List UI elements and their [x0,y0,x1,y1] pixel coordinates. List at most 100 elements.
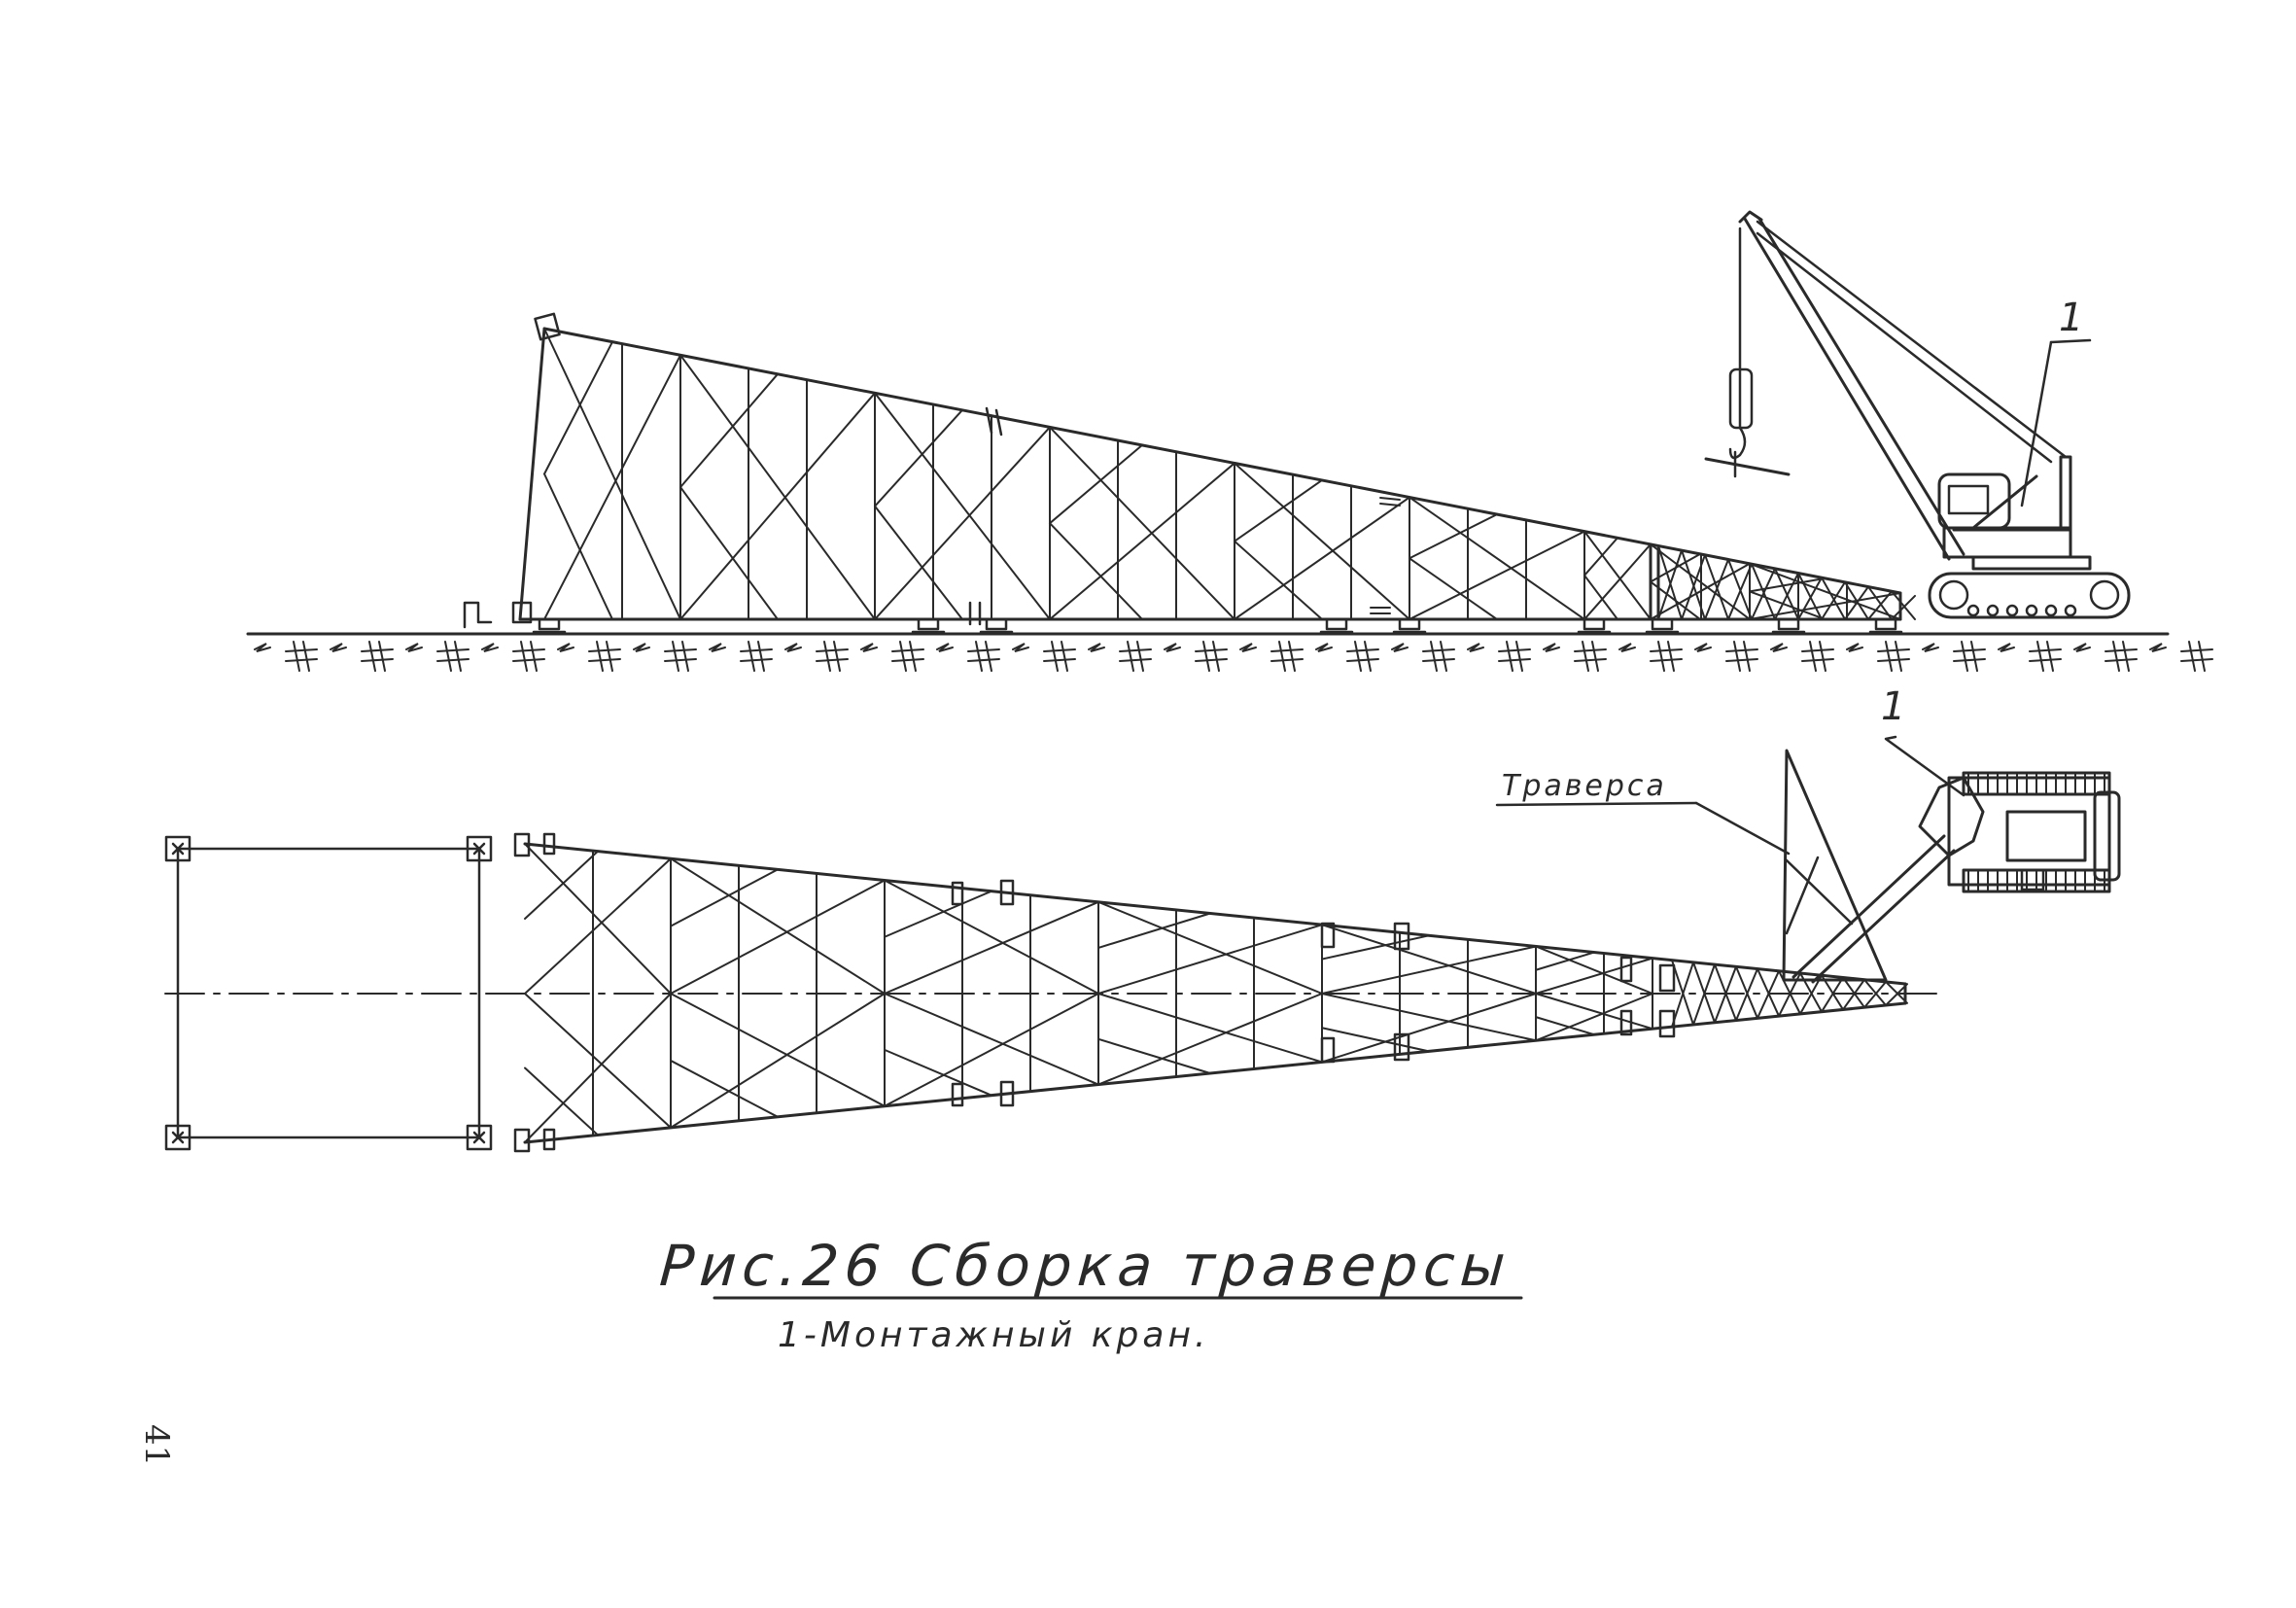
ground-hatch [2105,648,2138,652]
ground-hatch [530,641,538,672]
ground-hatch [1650,648,1683,652]
ground-hatch [681,641,689,672]
ground-hatch [757,641,765,672]
truss-diagonal [1321,945,1537,995]
ground-squiggle [1239,643,1257,652]
ground-hatch [833,641,841,672]
ground-hatch [1953,648,1986,652]
crane-callout-plan: 1 [1881,684,1905,729]
truss-diagonal [524,850,599,920]
ground-squiggle [633,643,650,652]
ground-squiggle [936,643,954,652]
ground-squiggle [1694,643,1712,652]
truss-diagonal [670,993,886,1129]
support-block [1583,617,1606,631]
truss-diagonal [884,1048,992,1097]
lattice-member [1844,580,1869,620]
gusset-plate [513,832,531,857]
truss-diagonal [1097,993,1323,1064]
traverse-elevation [463,312,1916,634]
caption: Рис.26 Сборка траверсы 1-Монтажный кран. [658,1233,1523,1355]
lattice-member [1867,590,1893,620]
truss-diagonal [1321,1027,1430,1053]
support-block [1651,617,1674,631]
truss-diagonal [1535,957,1653,995]
ground-hatch [899,641,907,672]
ground-hatch [2036,641,2044,672]
track-roller [1966,604,1980,617]
crane-callout-side: 1 [2059,296,2083,340]
ground-hatch [1136,641,1144,672]
ground-squiggle [330,643,347,652]
ground-hatch [1801,648,1834,652]
ground-hatch [302,641,310,672]
ground-hatch [1346,648,1379,652]
ground-hatch [1288,641,1296,672]
ground-hatch [1430,641,1438,672]
truss-diagonal [1535,945,1653,995]
ground-hatch [512,648,545,652]
ground-hatch [1051,641,1059,672]
ground-hatch [1895,641,1902,672]
lattice-member [1842,978,1865,1011]
ground-hatch [1877,648,1910,652]
lattice-member [1774,567,1799,620]
track-wheel [2089,579,2120,611]
ground-hatch [444,641,452,672]
truss-diagonal [1049,426,1235,620]
ground-hatch [1801,658,1834,662]
truss-diagonal [1409,513,1498,560]
ground-squiggle [1770,643,1788,652]
truss-diagonal [874,505,963,620]
track-roller [1986,604,2000,617]
ground-hatch [2029,658,2062,662]
truss-diagonal [1097,912,1211,949]
truss-diagonal [679,486,779,620]
ground-hatch [1195,658,1228,662]
lattice-member [1735,967,1758,1022]
truss-diagonal [1234,540,1323,620]
figure-caption-title: Рис.26 Сборка траверсы [658,1233,1513,1299]
support-block [1777,617,1800,631]
footing-mark [472,842,486,856]
lattice-member [1681,553,1706,620]
truss-diagonal [1535,1016,1595,1036]
truss-diagonal [670,857,886,995]
ground-hatch [1515,641,1523,672]
lattice-member [1842,976,1865,1009]
ground-hatch [1591,641,1599,672]
ground-hatch [748,641,755,672]
ground-hatch [1061,641,1068,672]
ground-hatch [967,658,1000,662]
support-block [538,617,561,631]
ground-squiggle [405,643,423,652]
ground-hatch [1270,648,1304,652]
ground-squiggle [1618,643,1636,652]
track-roller [2064,604,2077,617]
truss-diagonal [1049,522,1143,620]
ground-hatch [2122,641,2130,672]
ground-hatch [1953,658,1986,662]
ground-squiggle [860,643,878,652]
truss-diagonal [524,843,672,995]
lattice-member [1821,976,1844,1013]
ground-hatch [1202,641,1210,672]
figure-legend: 1-Монтажный кран. [778,1315,1209,1355]
truss-diagonal [670,879,886,995]
gusset-plate [542,832,556,856]
footing-mark [171,842,185,856]
truss-diagonal [524,857,672,995]
support-block [1325,617,1348,631]
ground-squiggle [2149,643,2167,652]
gusset-plate [999,1080,1015,1107]
gusset-plate [951,881,964,906]
ground-hatch [2046,641,2054,672]
footing-mark [171,1131,185,1144]
ground-hatch [1650,658,1683,662]
ground-hatch [2198,641,2206,672]
footing [466,1124,493,1151]
truss-diagonal [524,1066,599,1136]
ground-hatch [1657,641,1665,672]
footing-mark [472,1131,486,1144]
truss-diagonal [1049,462,1235,620]
